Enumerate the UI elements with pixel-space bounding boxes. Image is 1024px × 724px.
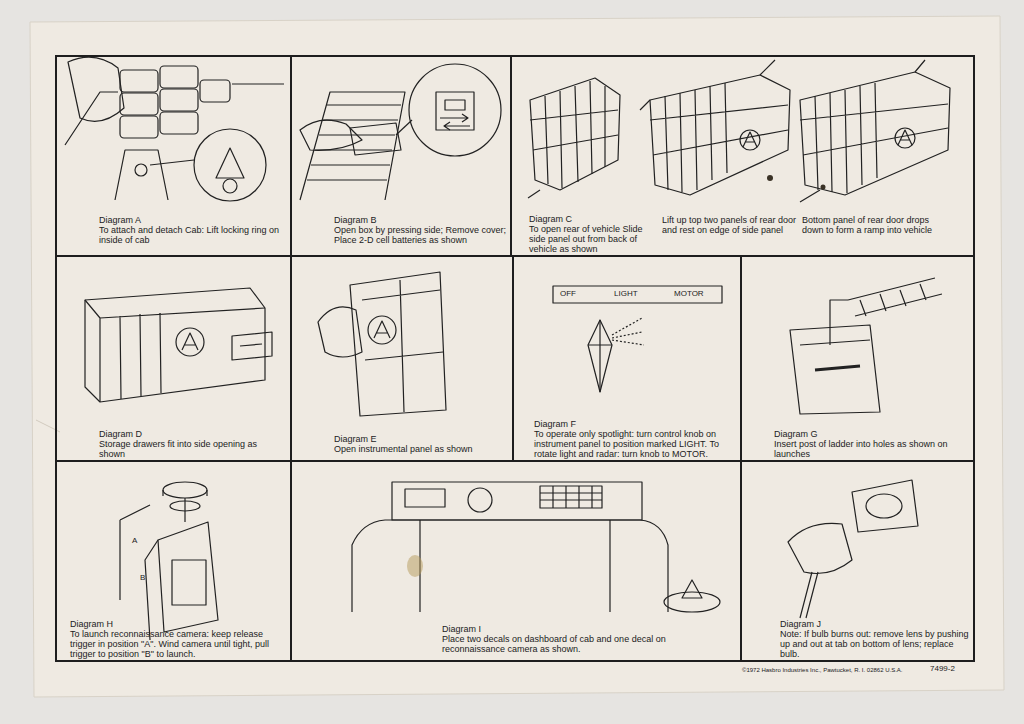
diagram-heading: Diagram D (99, 429, 279, 439)
diagram-heading: Diagram G (774, 429, 964, 439)
instruction-text: Note: If bulb burns out: remove lens by … (780, 629, 970, 659)
diagram-heading: Diagram I (442, 624, 672, 634)
caption-block: Diagram FTo operate only spotlight: turn… (534, 419, 739, 459)
footer-note: 7499-2 (930, 665, 955, 674)
instruction-panel: Diagram BOpen box by pressing side; Remo… (290, 55, 512, 257)
diagram-heading: Diagram C (529, 214, 659, 224)
caption-block: Lift up top two panels of rear door and … (662, 215, 797, 235)
instruction-text: Bottom panel of rear door drops down to … (802, 215, 942, 235)
diagram-heading: Diagram B (334, 215, 509, 225)
caption-block: Diagram ATo attach and detach Cab: Lift … (99, 215, 289, 245)
instruction-text: To operate only spotlight: turn control … (534, 429, 739, 459)
diagram-heading: Diagram H (70, 619, 285, 629)
instruction-text: To open rear of vehicle Slide side panel… (529, 224, 659, 254)
diagram-heading: Diagram A (99, 215, 289, 225)
instruction-text: Open box by pressing side; Remove cover;… (334, 225, 509, 245)
caption-block: Diagram CTo open rear of vehicle Slide s… (529, 214, 659, 254)
instruction-panel: Diagram CTo open rear of vehicle Slide s… (510, 55, 975, 257)
instruction-panel: Diagram EOpen instrumental panel as show… (290, 255, 514, 462)
instruction-text: Storage drawers fit into side opening as… (99, 439, 279, 459)
switch-position: LIGHT (614, 290, 638, 299)
caption-block: Diagram HTo launch reconnaissance camera… (70, 619, 285, 659)
instruction-panel: Diagram DStorage drawers fit into side o… (55, 255, 292, 462)
instruction-panel: Diagram ATo attach and detach Cab: Lift … (55, 55, 292, 257)
footer-note: ©1972 Hasbro Industries Inc., Pawtucket,… (742, 667, 903, 674)
instruction-panel: Diagram FTo operate only spotlight: turn… (512, 255, 742, 462)
instruction-panel: Diagram IPlace two decals on dashboard o… (290, 460, 742, 662)
instruction-text: Place two decals on dashboard of cab and… (442, 634, 672, 654)
caption-block: Diagram EOpen instrumental panel as show… (334, 434, 504, 454)
instruction-text: To launch reconnaissance camera: keep re… (70, 629, 285, 659)
instruction-text: Open instrumental panel as shown (334, 444, 504, 454)
trigger-position: A (132, 537, 137, 546)
instruction-panel: Diagram JNote: If bulb burns out: remove… (740, 460, 975, 662)
caption-block: Diagram BOpen box by pressing side; Remo… (334, 215, 509, 245)
caption-block: Diagram JNote: If bulb burns out: remove… (780, 619, 970, 659)
caption-block: Diagram GInsert post of ladder into hole… (774, 429, 964, 459)
instruction-panel: Diagram HTo launch reconnaissance camera… (55, 460, 292, 662)
switch-position: MOTOR (674, 290, 704, 299)
instruction-text: Insert post of ladder into holes as show… (774, 439, 964, 459)
diagram-heading: Diagram E (334, 434, 504, 444)
switch-position: OFF (560, 290, 576, 299)
instruction-text: Lift up top two panels of rear door and … (662, 215, 797, 235)
instruction-text: To attach and detach Cab: Lift locking r… (99, 225, 289, 245)
caption-block: Diagram IPlace two decals on dashboard o… (442, 624, 672, 654)
caption-block: Bottom panel of rear door drops down to … (802, 215, 942, 235)
trigger-position: B (140, 574, 145, 583)
caption-block: Diagram DStorage drawers fit into side o… (99, 429, 279, 459)
diagram-heading: Diagram F (534, 419, 739, 429)
diagram-heading: Diagram J (780, 619, 970, 629)
instruction-panel: Diagram GInsert post of ladder into hole… (740, 255, 975, 462)
